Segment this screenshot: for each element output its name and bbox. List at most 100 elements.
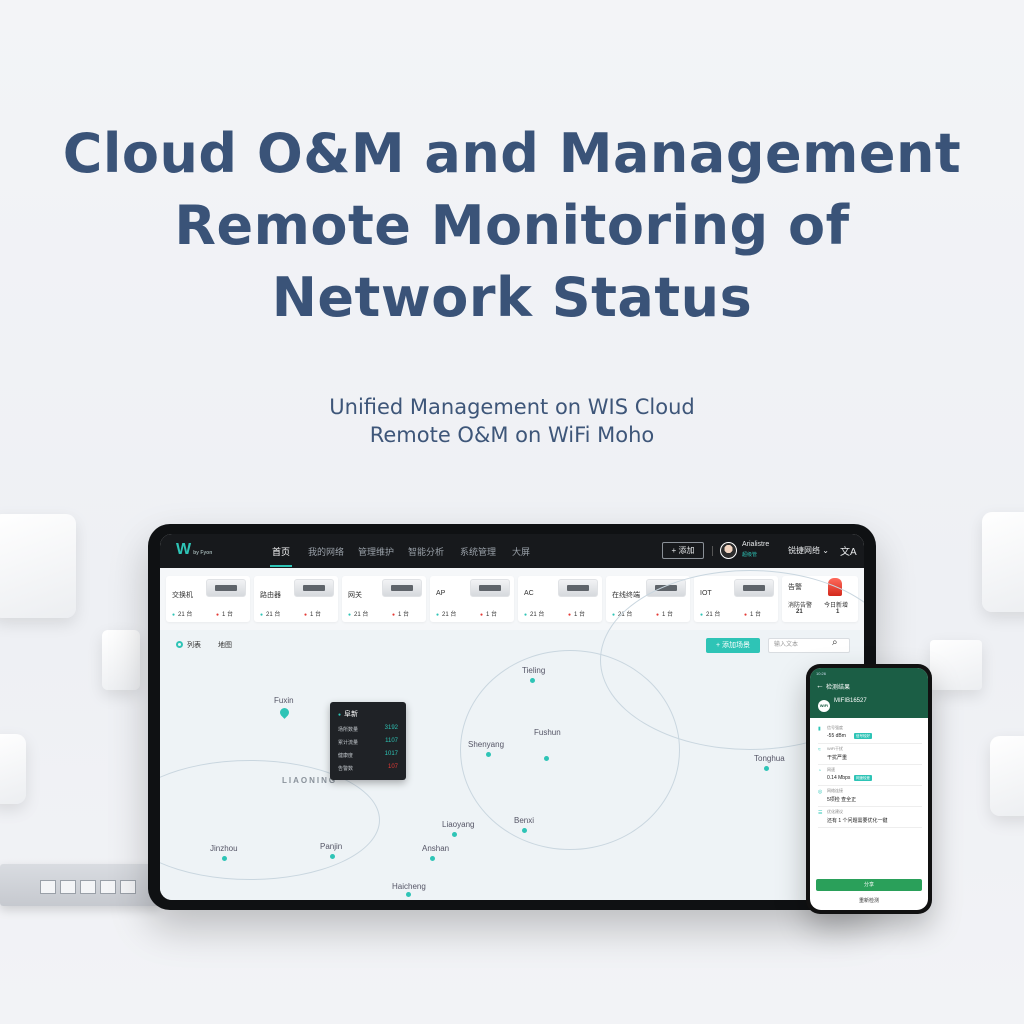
location-pin-icon[interactable] bbox=[278, 706, 291, 719]
network-select[interactable]: 锐捷网络 ⌄ bbox=[788, 546, 829, 555]
speed-icon: ◔ bbox=[818, 768, 822, 774]
nav-big-screen[interactable]: 大屏 bbox=[512, 547, 531, 557]
nav-active-indicator bbox=[270, 565, 292, 567]
city-marker[interactable] bbox=[222, 856, 227, 861]
list-item[interactable]: ◎ 网络连接 5项检 查全正 bbox=[818, 787, 922, 807]
retest-button[interactable]: 重新检测 bbox=[858, 898, 879, 904]
view-list-radio[interactable]: 列表 bbox=[176, 640, 201, 650]
search-icon[interactable]: ⌕ bbox=[832, 637, 838, 648]
switch-device bbox=[0, 864, 160, 906]
panel-ap-device-right bbox=[990, 736, 1024, 816]
city-marker[interactable] bbox=[406, 892, 411, 897]
port-icon bbox=[100, 880, 116, 894]
region-label: LIAONING bbox=[282, 776, 338, 785]
popup-title: 阜新 bbox=[338, 709, 358, 719]
city-marker[interactable] bbox=[430, 856, 435, 861]
gateway-image-icon bbox=[382, 579, 422, 597]
hero-title-line2: Remote Monitoring of bbox=[174, 194, 850, 257]
city-label-liaoyang: Liaoyang bbox=[442, 820, 475, 829]
city-marker[interactable] bbox=[530, 678, 535, 683]
nav-analytics[interactable]: 智能分析 bbox=[408, 547, 445, 557]
port-icon bbox=[120, 880, 136, 894]
router-device-right bbox=[930, 640, 982, 690]
city-marker[interactable] bbox=[522, 828, 527, 833]
list-item[interactable]: ◔ 网速 0.14 Mbps 网速较差 bbox=[818, 766, 922, 786]
city-marker[interactable] bbox=[330, 854, 335, 859]
connection-icon: ◎ bbox=[818, 789, 823, 795]
city-marker[interactable] bbox=[764, 766, 769, 771]
hero-subtitle: Unified Management on WIS Cloud Remote O… bbox=[0, 393, 1024, 449]
port-icon bbox=[40, 880, 56, 894]
card-router[interactable]: 路由器 21 台 1 台 bbox=[254, 576, 338, 622]
phone-status-time: 10:26 bbox=[816, 671, 827, 676]
access-point-device-left bbox=[0, 514, 76, 618]
language-icon[interactable]: 文A bbox=[840, 547, 857, 558]
router-image-icon bbox=[294, 579, 334, 597]
wall-plug-device bbox=[102, 630, 140, 690]
port-icon bbox=[60, 880, 76, 894]
city-marker[interactable] bbox=[544, 756, 549, 761]
list-item[interactable]: ▮ 信号强度 -55 dBm 信号较好 bbox=[818, 724, 922, 744]
map-view[interactable]: 列表 地图 + 添加场景 输入文本 ⌕ Fuxin Tieling Fushun… bbox=[160, 570, 864, 900]
hero-title-line3: Network Status bbox=[271, 266, 753, 329]
phone-header: 10:26 ← 检测结果 WiFi MIFIB16527 bbox=[810, 668, 928, 718]
ceiling-ap-device bbox=[0, 734, 26, 804]
switch-image-icon bbox=[206, 579, 246, 597]
signal-icon: ▮ bbox=[818, 726, 821, 732]
city-label-tieling: Tieling bbox=[522, 666, 546, 675]
nav-my-network[interactable]: 我的网络 bbox=[308, 547, 345, 557]
nav-home[interactable]: 首页 bbox=[272, 547, 291, 557]
city-label-jinzhou: Jinzhou bbox=[210, 844, 238, 853]
city-label-fushun: Fushun bbox=[534, 728, 561, 737]
add-button[interactable]: + 添加 bbox=[662, 542, 704, 559]
hero-subtitle-line2: Remote O&M on WiFi Moho bbox=[369, 423, 655, 447]
city-label-haicheng: Haicheng bbox=[392, 882, 426, 891]
interference-icon: ≈ bbox=[818, 747, 821, 753]
list-item[interactable]: ≈ WiFi干扰 干扰严重 bbox=[818, 745, 922, 765]
nav-system[interactable]: 系统管理 bbox=[460, 547, 497, 557]
nav-divider bbox=[712, 546, 713, 556]
hero-subtitle-line1: Unified Management on WIS Cloud bbox=[329, 395, 695, 419]
city-label-fuxin: Fuxin bbox=[274, 696, 294, 705]
card-ac[interactable]: AC 21 台 1 台 bbox=[518, 576, 602, 622]
status-badge: 信号较好 bbox=[854, 733, 872, 739]
city-marker[interactable] bbox=[452, 832, 457, 837]
add-scene-button[interactable]: + 添加场景 bbox=[706, 638, 760, 653]
city-label-benxi: Benxi bbox=[514, 816, 535, 825]
nav-management[interactable]: 管理维护 bbox=[358, 547, 395, 557]
phone-device-name: MIFIB16527 bbox=[834, 698, 867, 704]
list-item[interactable]: ☰ 优化建议 还有 1 个问题需要优化一键 bbox=[818, 808, 922, 828]
view-map-radio[interactable]: 地图 bbox=[218, 642, 232, 649]
city-label-panjin: Panjin bbox=[320, 842, 343, 851]
card-switch[interactable]: 交换机 21 台 1 台 bbox=[166, 576, 250, 622]
search-input[interactable]: 输入文本 bbox=[768, 638, 850, 653]
ap-image-icon bbox=[470, 579, 510, 597]
card-ap[interactable]: AP 21 台 1 台 bbox=[430, 576, 514, 622]
city-info-popup: 阜新 场所数量 3192 累计流量 1107 健康度 1017 告警数 107 bbox=[330, 702, 406, 780]
city-label-anshan: Anshan bbox=[422, 844, 450, 853]
city-label-shenyang: Shenyang bbox=[468, 740, 505, 749]
user-role: 超级管 bbox=[742, 552, 758, 558]
phone-device: 10:26 ← 检测结果 WiFi MIFIB16527 ▮ 信号强度 -55 … bbox=[806, 664, 932, 914]
port-icon bbox=[80, 880, 96, 894]
hero-title: Cloud O&M and Management Remote Monitori… bbox=[0, 118, 1024, 334]
city-label-tonghua: Tonghua bbox=[754, 754, 785, 763]
phone-title: 检测结果 bbox=[826, 685, 851, 691]
back-arrow-icon[interactable]: ← bbox=[816, 681, 824, 690]
wifi-badge-icon: WiFi bbox=[818, 700, 830, 712]
radio-icon bbox=[176, 641, 183, 648]
user-name[interactable]: Arialistre bbox=[742, 541, 770, 548]
suggestion-icon: ☰ bbox=[818, 810, 823, 816]
card-gateway[interactable]: 网关 21 台 1 台 bbox=[342, 576, 426, 622]
ac-image-icon bbox=[558, 579, 598, 597]
avatar[interactable] bbox=[720, 542, 737, 559]
access-point-device-right bbox=[982, 512, 1024, 612]
city-marker[interactable] bbox=[486, 752, 491, 757]
diagnosis-list: ▮ 信号强度 -55 dBm 信号较好 ≈ WiFi干扰 干扰严重 ◔ 网速 0… bbox=[818, 724, 922, 829]
phone-screen: 10:26 ← 检测结果 WiFi MIFIB16527 ▮ 信号强度 -55 … bbox=[810, 668, 928, 910]
share-button[interactable]: 分享 bbox=[816, 879, 922, 891]
status-badge: 网速较差 bbox=[854, 775, 872, 781]
